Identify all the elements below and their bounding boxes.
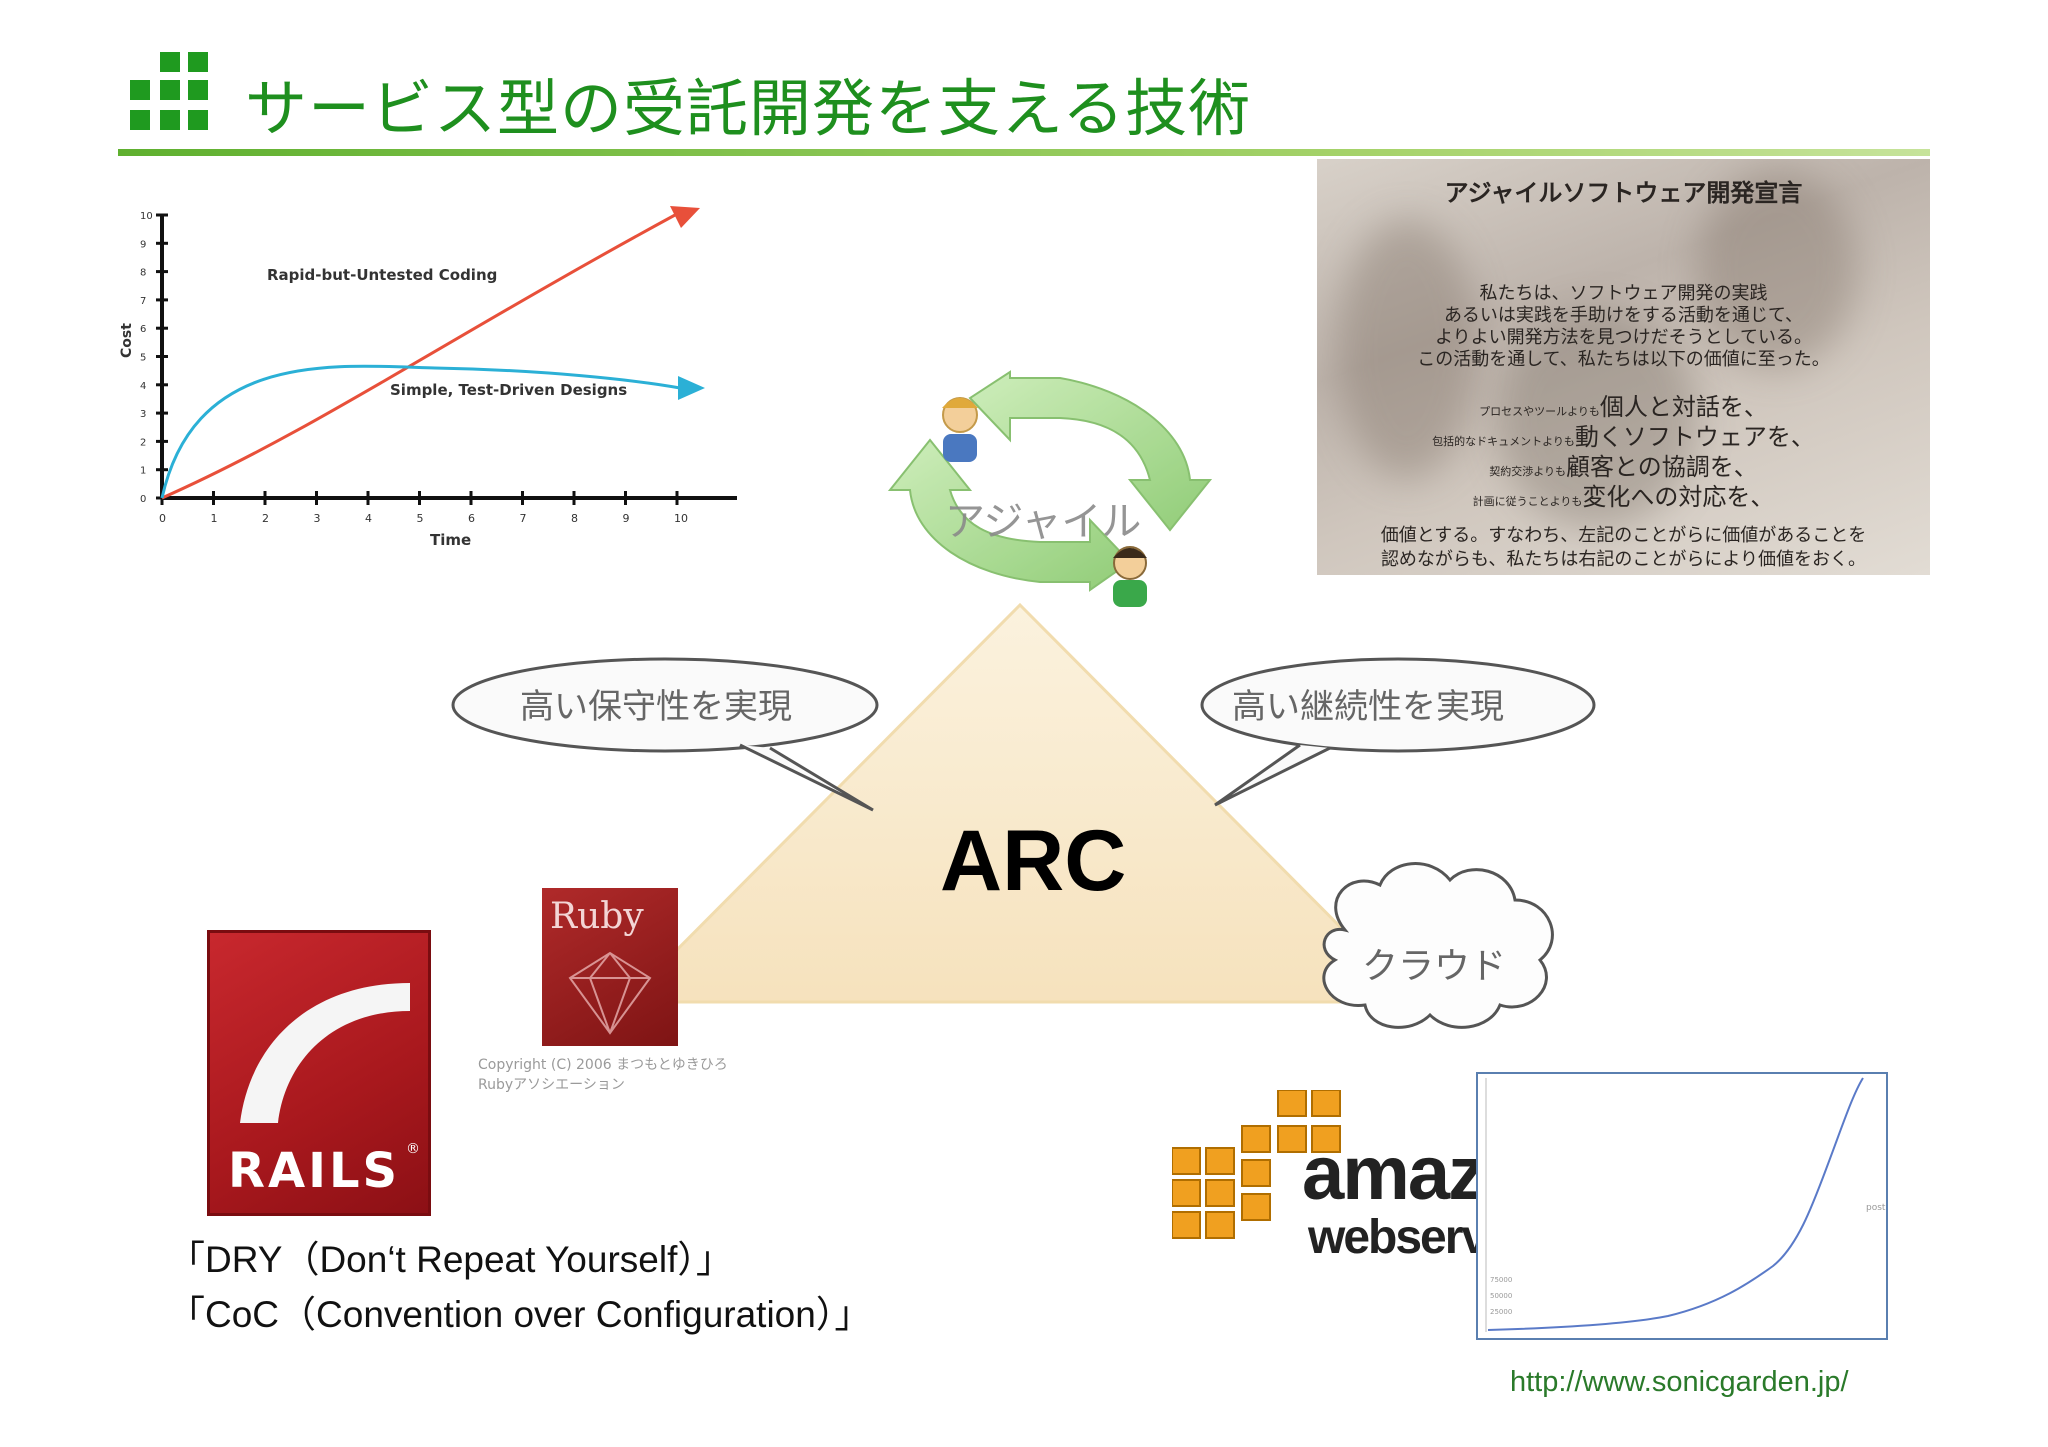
curve2-label: Simple, Test-Driven Designs: [390, 381, 627, 399]
ruby-copyright-2: Rubyアソシエーション: [478, 1077, 625, 1093]
bubble-left-label: 高い保守性を実現: [520, 687, 792, 727]
aws-cubes-icon: [1172, 1090, 1341, 1239]
y-tick-label: 6: [140, 324, 146, 335]
y-tick-label: 5: [140, 353, 146, 364]
y-tick-label: 2: [140, 437, 146, 448]
x-tick-label: 2: [262, 512, 269, 525]
curve-rapid-arrowhead: [670, 206, 700, 228]
manifesto-intro-1: 私たちは、ソフトウェア開発の実践: [1479, 283, 1768, 304]
agile-manifesto-photo: アジャイルソフトウェア開発宣言 私たちは、ソフトウェア開発の実践 あるいは実践を…: [1317, 159, 1930, 575]
curve-rapid-untested: [161, 213, 676, 500]
x-tick-label: 0: [159, 512, 166, 525]
aws-chart-ytick: 25000: [1490, 1308, 1512, 1316]
agile-label: アジャイル: [945, 499, 1141, 545]
x-tick-label: 5: [417, 512, 424, 525]
title-underline: [118, 149, 1930, 156]
slide-logo-icon: [130, 52, 212, 134]
manifesto-value-1: プロセスやツールよりも個人と対話を、: [1479, 393, 1768, 421]
caption-dry: 「DRY（Don‘t Repeat Yourself）」: [168, 1239, 733, 1280]
ruby-logo: Ruby: [542, 888, 678, 1046]
rails-logo-text: RAILS: [228, 1143, 401, 1199]
y-tick-label: 4: [140, 381, 146, 392]
speech-bubble-left: [451, 657, 879, 812]
source-url[interactable]: http://www.sonicgarden.jp/: [1510, 1366, 1849, 1398]
y-tick-label: 3: [140, 409, 146, 420]
y-tick-label: 10: [140, 211, 153, 222]
x-tick-label: 3: [314, 512, 321, 525]
x-tick-label: 4: [365, 512, 372, 525]
cost-xlabel: Time: [430, 531, 471, 549]
ruby-logo-text: Ruby: [550, 896, 644, 937]
bubble-right-label: 高い継続性を実現: [1232, 687, 1504, 727]
x-tick-label: 8: [571, 512, 578, 525]
curve1-label: Rapid-but-Untested Coding: [267, 266, 497, 284]
y-tick-label: 8: [140, 268, 146, 279]
rails-track-icon: [240, 983, 410, 1123]
caption-coc: 「CoC（Convention over Configuration）」: [168, 1294, 872, 1335]
manifesto-intro-3: よりよい開発方法を見つけだそうとしている。: [1434, 327, 1813, 348]
caption: 「DRY（Don‘t Repeat Yourself）」 「CoC（Conven…: [168, 1232, 871, 1342]
curve-test-driven: [160, 364, 681, 499]
x-tick-label: 7: [520, 512, 527, 525]
manifesto-value-3: 契約交渉よりも顧客との協調を、: [1489, 453, 1758, 481]
arc-center-label: ARC: [940, 813, 1127, 909]
aws-chart-series-label: post: [1866, 1203, 1886, 1213]
manifesto-value-4: 計画に従うことよりも変化への対応を、: [1472, 483, 1775, 511]
manifesto-value-2: 包括的なドキュメントよりも動くソフトウェアを、: [1432, 423, 1815, 451]
agile-cycle-arrows: [887, 370, 1213, 592]
ruby-copyright-1: Copyright (C) 2006 まつもとゆきひろ: [478, 1057, 728, 1073]
rails-logo: RAILS ®: [207, 930, 431, 1216]
y-tick-label: 9: [140, 239, 146, 250]
y-tick-label: 0: [140, 494, 146, 505]
y-tick-label: 1: [140, 466, 146, 477]
aws-chart-ytick: 50000: [1490, 1292, 1512, 1300]
person-icon: [942, 397, 978, 462]
x-tick-label: 10: [674, 512, 688, 525]
rails-registered-mark: ®: [406, 1141, 420, 1157]
x-tick-label: 6: [468, 512, 475, 525]
speech-bubble-right: [1200, 657, 1596, 807]
slide-title: サービス型の受託開発を支える技術: [245, 72, 1252, 145]
aws-growth-chart: post 75000 50000 25000: [1476, 1072, 1888, 1340]
manifesto-heading: アジャイルソフトウェア開発宣言: [1444, 178, 1803, 207]
y-tick-label: 7: [140, 296, 146, 307]
cloud-shape: [1322, 862, 1554, 1029]
curve-testdriven-arrowhead: [678, 376, 705, 400]
growth-line: [1487, 1077, 1864, 1331]
cost-ylabel: Cost: [119, 323, 135, 358]
manifesto-intro-4: この活動を通して、私たちは以下の価値に至った。: [1417, 349, 1830, 370]
ruby-gem-icon: [568, 951, 652, 1035]
aws-chart-ytick: 75000: [1490, 1276, 1512, 1284]
x-tick-label: 1: [211, 512, 218, 525]
person-icon: [1113, 546, 1147, 607]
cost-chart: 0 1 2 3 4 5 6 7 8 9 10 0 1 2 3 4 5 6 7 8 9 10 Cost Time Rapid…: [119, 206, 737, 549]
manifesto-outro-1: 価値とする。すなわち、左記のことがらに価値があることを: [1380, 525, 1867, 546]
manifesto-intro-2: あるいは実践を手助けをする活動を通じて、: [1443, 305, 1804, 326]
manifesto-outro-2: 認めながらも、私たちは右記のことがらにより価値をおく。: [1380, 549, 1867, 570]
cloud-label: クラウド: [1362, 946, 1506, 987]
x-tick-label: 9: [623, 512, 630, 525]
